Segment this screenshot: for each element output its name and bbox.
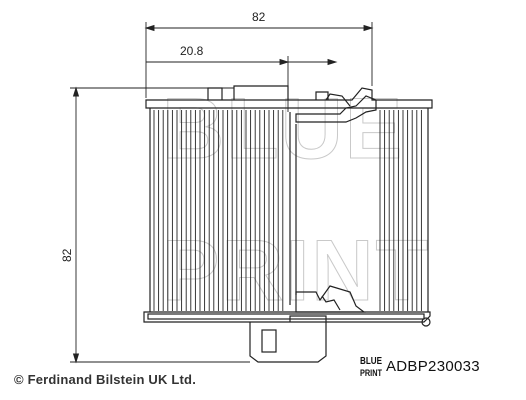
part-number: ADBP230033 xyxy=(386,358,480,375)
offset-arrow-left xyxy=(279,58,290,66)
width-dimension-label: 82 xyxy=(252,10,266,24)
spigot-window xyxy=(261,329,277,353)
bottom-seal-ring xyxy=(421,317,431,327)
brand-logo: BLUE PRINT xyxy=(360,355,382,378)
top-end-cap xyxy=(145,87,433,109)
watermark-line2: PRINT xyxy=(162,223,430,319)
filter-pleats xyxy=(153,110,422,311)
dimension-lines xyxy=(70,22,374,364)
offset-dimension-label: 20.8 xyxy=(180,44,204,58)
copyright-notice: © Ferdinand Bilstein UK Ltd. xyxy=(14,372,197,387)
lower-seal-section xyxy=(295,285,366,313)
height-arrow-top xyxy=(72,86,80,97)
lower-seal-detail xyxy=(321,295,341,311)
height-arrow-bottom xyxy=(72,353,80,364)
filter-body xyxy=(143,85,433,363)
watermark-line1: BLUE xyxy=(162,81,404,177)
upper-seal-section xyxy=(295,95,377,123)
logo-line2: PRINT xyxy=(360,368,382,378)
width-arrow-left xyxy=(144,24,155,32)
spigot-shoulder xyxy=(289,315,327,322)
height-dimension-label: 82 xyxy=(60,248,74,262)
bottom-end-cap xyxy=(143,311,431,323)
bottom-cap-inner xyxy=(147,313,425,320)
upper-seal-detail xyxy=(325,93,351,107)
offset-arrow-right xyxy=(327,58,338,66)
width-arrow-right xyxy=(363,24,374,32)
logo-line1: BLUE xyxy=(360,355,382,367)
bottom-spigot xyxy=(249,322,327,363)
watermark: BLUE PRINT xyxy=(162,81,430,320)
